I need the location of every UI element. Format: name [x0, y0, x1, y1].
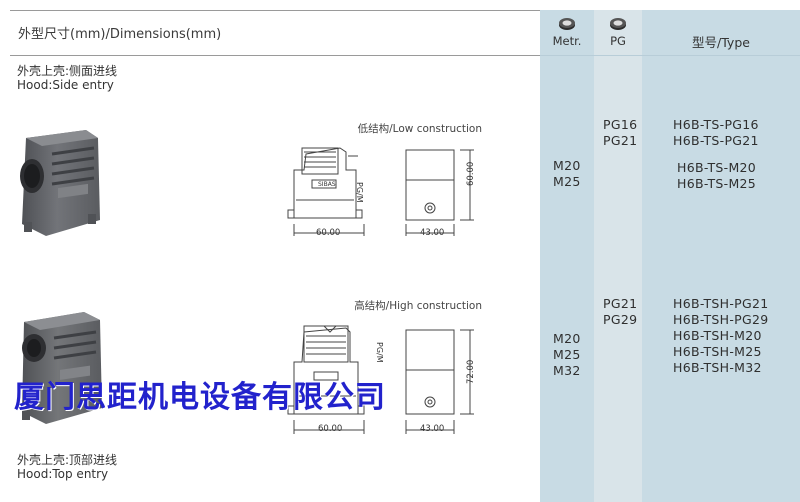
- type-value: H6B-TSH-M20: [673, 328, 762, 343]
- pg-column: PG: [594, 10, 642, 502]
- pg-column-header: PG: [594, 10, 642, 56]
- type-value: H6B-TSH-PG29: [673, 312, 769, 327]
- metr-values: M20 M25 M32: [553, 331, 581, 379]
- pg-column-label: PG: [610, 34, 626, 48]
- metr-value: M32: [553, 363, 581, 378]
- type-values-pg: H6B-TS-PG16 H6B-TS-PG21: [673, 117, 759, 149]
- header-rule: [10, 55, 540, 56]
- hood-side-entry-photo: [20, 130, 100, 236]
- dim-depth-label: 43.00: [420, 424, 445, 434]
- section-label-cn: 外壳上壳:侧面进线: [17, 64, 118, 78]
- dim-width-label: 60.00: [318, 424, 343, 434]
- type-value: H6B-TSH-M32: [673, 360, 762, 375]
- hood-top-entry-photo: [22, 312, 102, 424]
- type-value: H6B-TS-M25: [677, 176, 757, 191]
- type-value: H6B-TSH-PG21: [673, 296, 769, 311]
- construction-caption: 低结构/Low construction: [357, 123, 482, 135]
- cable-gland-icon: [559, 18, 575, 30]
- metr-value: M25: [553, 347, 581, 362]
- thread-mark-label: PG/M: [375, 342, 384, 363]
- dim-height-label: 60.00: [466, 161, 476, 186]
- dim-width-label: 60.00: [316, 228, 341, 238]
- pg-value: PG21: [603, 296, 638, 311]
- brand-mark-label: SIBAS: [318, 181, 336, 188]
- pg-values: PG16 PG21: [603, 117, 637, 149]
- section-side-entry-label: 外壳上壳:侧面进线 Hood:Side entry: [17, 64, 117, 92]
- type-column: 型号/Type: [642, 10, 800, 502]
- metr-value: M25: [553, 174, 581, 189]
- metr-value: M20: [553, 158, 581, 173]
- type-values-m: H6B-TS-M20 H6B-TS-M25: [677, 160, 756, 192]
- section-top-entry-label: 外壳上壳:顶部进线 Hood:Top entry: [17, 453, 117, 481]
- metr-value: M20: [553, 331, 581, 346]
- section-label-en: Hood:Side entry: [17, 78, 114, 92]
- dimensions-title: 外型尺寸(mm)/Dimensions(mm): [18, 27, 222, 42]
- company-watermark: 厦门思距机电设备有限公司: [14, 380, 386, 415]
- type-value: H6B-TS-M20: [677, 160, 757, 175]
- type-values: H6B-TSH-PG21 H6B-TSH-PG29 H6B-TSH-M20 H6…: [673, 296, 769, 376]
- metr-values: M20 M25: [553, 158, 581, 190]
- dim-height-label: 72.00: [466, 359, 476, 384]
- section-label-cn: 外壳上壳:顶部进线: [17, 453, 118, 467]
- dim-depth-label: 43.00: [420, 228, 445, 238]
- type-column-header: 型号/Type: [642, 10, 800, 56]
- section-label-en: Hood:Top entry: [17, 467, 109, 481]
- metr-column-label: Metr.: [552, 34, 582, 48]
- metr-column-header: Metr.: [540, 10, 594, 56]
- low-construction-drawing: [287, 147, 474, 236]
- pg-value: PG21: [603, 133, 638, 148]
- pg-values: PG21 PG29: [603, 296, 637, 328]
- top-rule: [10, 10, 540, 11]
- type-value: H6B-TS-PG16: [673, 117, 759, 132]
- high-construction-drawing: [287, 325, 474, 434]
- column-header-rule: [540, 55, 800, 56]
- cable-gland-icon: [610, 18, 626, 30]
- type-value: H6B-TSH-M25: [673, 344, 762, 359]
- type-column-label: 型号/Type: [692, 35, 750, 50]
- pg-value: PG16: [603, 117, 638, 132]
- metr-column: Metr.: [540, 10, 594, 502]
- pg-value: PG29: [603, 312, 638, 327]
- thread-mark-label: PG/M: [355, 182, 364, 203]
- construction-caption: 高结构/High construction: [354, 300, 482, 312]
- type-value: H6B-TS-PG21: [673, 133, 759, 148]
